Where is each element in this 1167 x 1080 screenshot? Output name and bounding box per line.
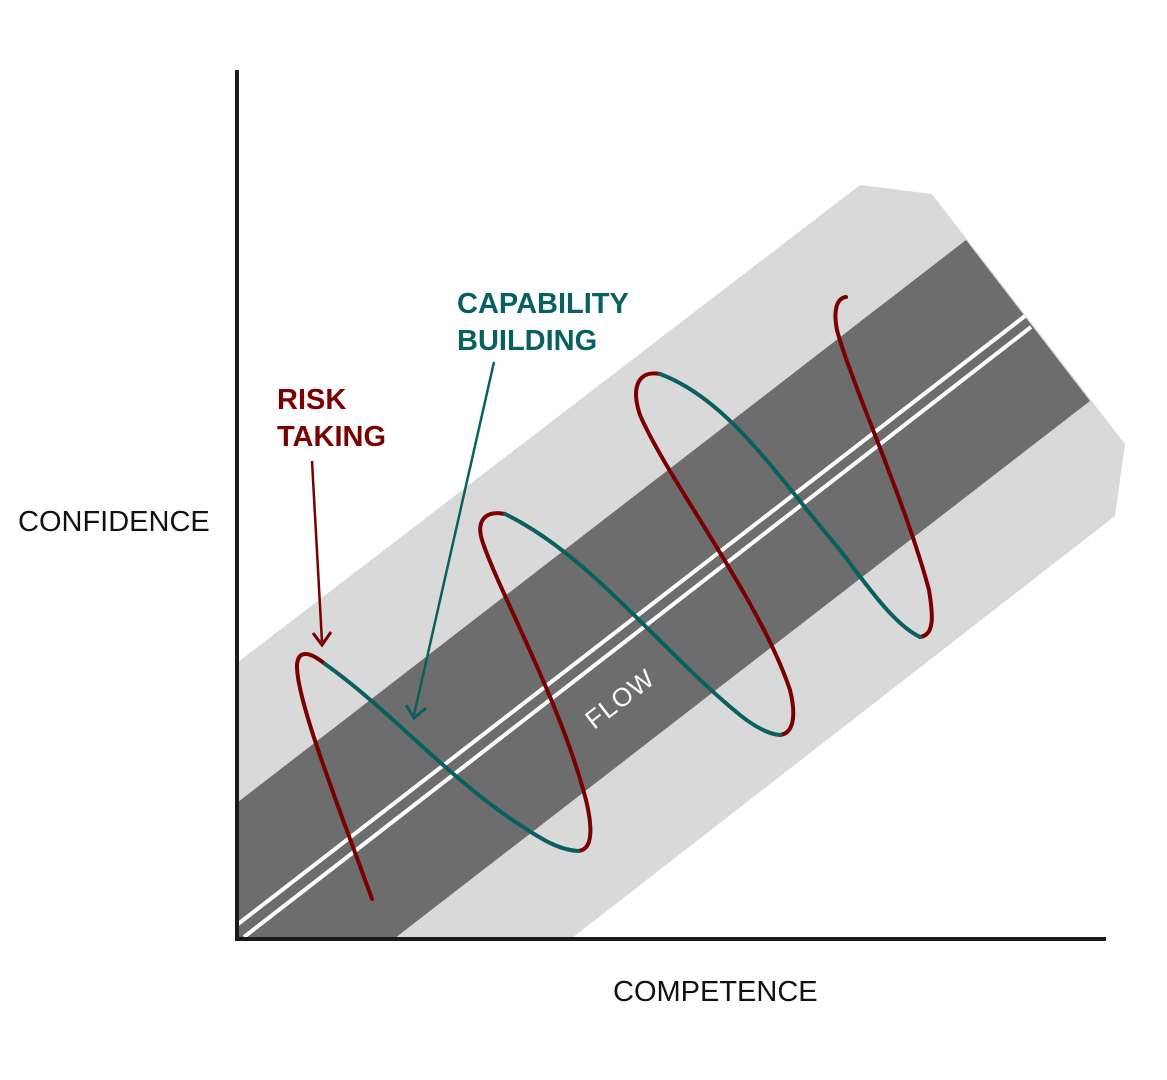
capability-building-label-line-1: CAPABILITY [457, 288, 629, 320]
x-axis-label: COMPETENCE [613, 976, 818, 1008]
risk-taking-label-line-1: RISK [277, 384, 346, 416]
spiral-risk-segment-1 [294, 652, 374, 901]
spiral-risk-segment-4 [833, 295, 934, 639]
inner-band [238, 240, 1090, 938]
capability-building-label-line-2: BUILDING [457, 325, 597, 357]
spiral-capability-segment-1 [323, 662, 580, 853]
risk-taking-arrow [310, 460, 324, 643]
spiral-risk-segment-2 [478, 511, 593, 853]
spiral-risk-segment-3 [634, 371, 796, 737]
flow-line-upper [238, 314, 1027, 926]
flow-line-lower [242, 325, 1033, 938]
spiral-capability-segment-3 [658, 372, 922, 639]
risk-taking-arrowhead [311, 631, 333, 648]
capability-building-arrowhead [404, 704, 427, 721]
risk-taking-label-line-2: TAKING [277, 421, 386, 453]
y-axis-label: CONFIDENCE [18, 506, 210, 538]
spiral-capability-segment-2 [503, 512, 782, 737]
capability-building-arrow [412, 361, 496, 716]
